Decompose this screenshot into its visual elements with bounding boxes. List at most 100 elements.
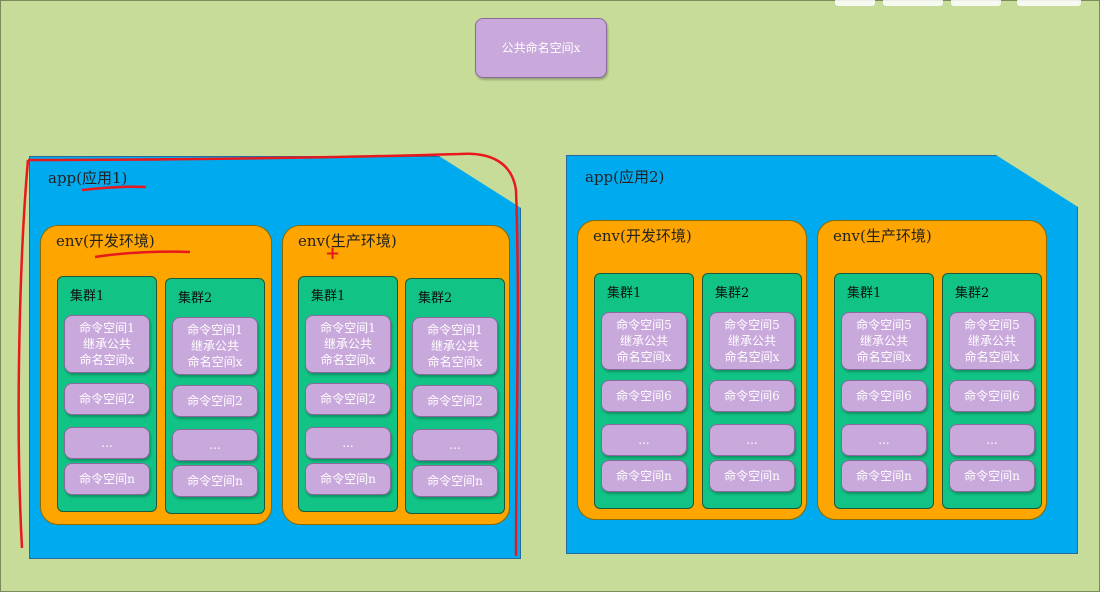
namespace-line: 命令空间6 [856,389,912,403]
namespace-box: 命令空间6 [841,380,927,412]
namespace-box: 命令空间2 [305,383,391,415]
namespace-text: ... [342,435,353,451]
namespace-line: ... [449,438,461,452]
namespace-line: 命令空间n [427,474,483,488]
namespace-line: 继承公共 [430,339,479,353]
namespace-text: ... [449,437,460,453]
namespace-box: 命令空间2 [172,385,258,417]
namespace-box: ... [172,429,258,461]
namespace-text: 命令空间5 继承公共命名空间x [616,317,672,365]
namespace-text: ... [746,432,757,448]
cluster-label: 集群1 [607,286,642,301]
namespace-line: 命名空间x [964,350,1020,364]
namespace-text: ... [209,437,220,453]
namespace-line: 命令空间6 [724,389,780,403]
namespace-line: 命令空间6 [616,389,672,403]
namespace-text: 命令空间n [79,471,135,487]
namespace-box: 命令空间2 [64,383,150,415]
cluster-label: 集群1 [847,286,882,301]
public-namespace-label: 公共命名空间x [501,41,581,55]
namespace-text: 命令空间n [616,468,672,484]
namespace-line: 继承公共 [619,334,668,348]
namespace-line: 继承公共 [967,334,1016,348]
namespace-box: 命令空间5 继承公共命名空间x [601,312,687,370]
namespace-text: 命令空间1 继承公共命名空间x [427,322,483,370]
namespace-line: 命令空间2 [320,392,376,406]
env-dev-label: env(开发环境) [56,232,155,250]
namespace-box: ... [305,427,391,459]
namespace-line: ... [878,433,890,447]
namespace-line: ... [101,436,113,450]
namespace-line: 命名空间x [427,355,483,369]
red-underline-app-label [81,185,147,192]
namespace-line: 命令空间n [320,472,376,486]
namespace-line: 命令空间2 [187,394,243,408]
red-outline-around-app-1 [17,152,520,557]
namespace-line: 命令空间1 [427,323,483,337]
watermark [835,0,1100,6]
namespace-text: 命令空间n [427,473,483,489]
namespace-line: 命令空间1 [187,323,243,337]
namespace-text: 命令空间2 [427,393,483,409]
namespace-line: 继承公共 [727,334,776,348]
namespace-line: 命令空间n [724,469,780,483]
app-2-label: app(应用2) [585,168,665,186]
namespace-box: 命令空间n [709,460,795,492]
namespace-line: 继承公共 [323,337,372,351]
namespace-text: 命令空间n [187,473,243,489]
namespace-text: 命令空间n [856,468,912,484]
namespace-box: ... [709,424,795,456]
namespace-text: ... [638,432,649,448]
namespace-text: 命令空间2 [187,393,243,409]
namespace-box: 命令空间n [601,460,687,492]
namespace-text: 命令空间n [724,468,780,484]
cluster-label: 集群2 [715,286,750,301]
namespace-line: 命名空间x [187,355,243,369]
namespace-line: ... [342,436,354,450]
namespace-text: 命令空间n [320,471,376,487]
namespace-box: 命令空间6 [601,380,687,412]
namespace-line: 继承公共 [859,334,908,348]
namespace-line: 命名空间x [616,350,672,364]
namespace-line: 命令空间5 [616,318,672,332]
namespace-line: ... [638,433,650,447]
namespace-line: 命令空间5 [724,318,780,332]
namespace-line: 命令空间2 [427,394,483,408]
namespace-line: 命名空间x [320,353,376,367]
namespace-text: ... [101,435,112,451]
app-2-env-dev: env(开发环境) 集群1 命令空间5 继承公共命名空间x 命令空间6... 命令空间… [577,220,807,520]
namespace-line: ... [746,433,758,447]
namespace-box: 命令空间n [64,463,150,495]
namespace-box: 命令空间6 [949,380,1035,412]
namespace-line: 继承公共 [82,337,131,351]
namespace-line: 命令空间n [856,469,912,483]
namespace-text: 命令空间2 [79,391,135,407]
namespace-text: 命令空间6 [724,388,780,404]
namespace-box: ... [64,427,150,459]
namespace-line: 命令空间1 [79,321,135,335]
cluster-label: 集群1 [70,289,105,304]
namespace-line: 命令空间n [187,474,243,488]
namespace-line: 命令空间n [616,469,672,483]
red-underline-env-dev-label [94,250,191,259]
env-dev-label: env(开发环境) [593,227,692,245]
namespace-box: 命令空间1 继承公共命名空间x [412,317,498,375]
